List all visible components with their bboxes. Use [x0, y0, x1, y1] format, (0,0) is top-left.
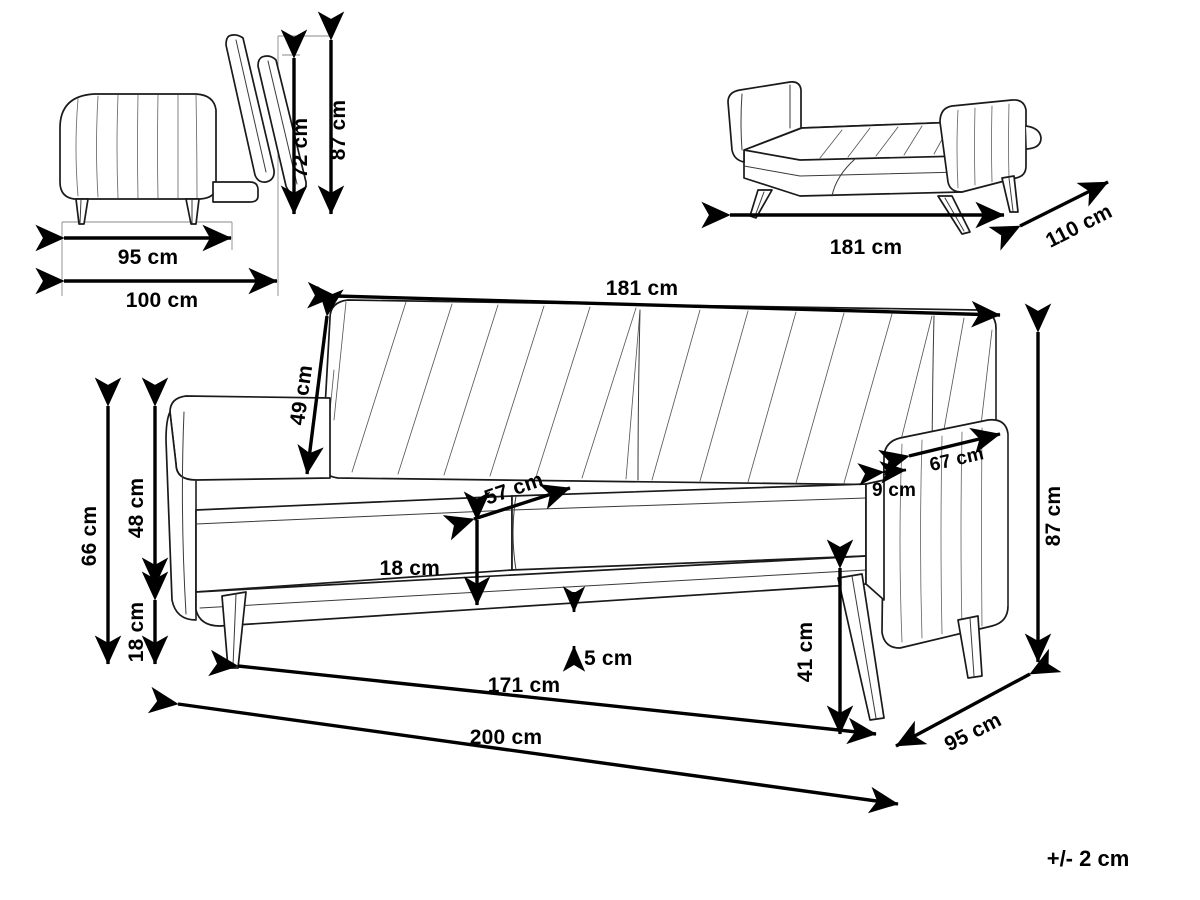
sofa-dim-171-label: 171 cm: [488, 674, 560, 697]
side-armrest-ribs: [75, 94, 198, 199]
bed-dim-110-line: [988, 180, 1109, 251]
side-seat-platform: [212, 181, 259, 203]
sofa-leg-front-right: [837, 573, 885, 721]
sofa-armrest-left-inner-edge: [181, 411, 187, 615]
sofa-dim-66-label: 66 cm: [78, 506, 101, 567]
sofa-dim-95-line: [895, 648, 1062, 748]
sofa-dim-181-label: 181 cm: [606, 277, 678, 300]
sofa-base-rail: [195, 555, 867, 627]
sofa-dim-5-label: 5 cm: [584, 647, 633, 670]
bed-dim-181-label: 181 cm: [830, 236, 902, 259]
bed-armrest-panel: [939, 99, 1027, 193]
side-view-group: 72 cm 87 cm 95 cm 100 cm: [35, 11, 350, 312]
sofa-dim-18-left-label: 18 cm: [125, 602, 148, 663]
bed-side-knob: [1025, 125, 1042, 150]
sofa-dim-18-seat-label: 18 cm: [379, 557, 440, 580]
side-dim-87-label: 87 cm: [327, 100, 350, 161]
side-backrest-upright: [225, 34, 275, 183]
bed-armrest-ribs: [956, 103, 1010, 189]
sofa-leg-rear-right: [957, 615, 983, 679]
sofa-view-group: 181 cm 49 cm 66 cm 48 cm 18 cm 57 cm 18 …: [78, 277, 1065, 814]
sofa-dim-200-label: 200 cm: [470, 726, 542, 749]
side-dim-72-label: 72 cm: [289, 118, 312, 179]
sofa-dim-9-line: [857, 461, 907, 486]
sofa-dim-67-line: [878, 427, 1001, 476]
sofa-dim-200-line: [147, 686, 899, 814]
bed-backrest-panel-inner: [740, 93, 743, 151]
sofa-dim-87-label: 87 cm: [1042, 486, 1065, 547]
sofa-dim-9-label: 9 cm: [872, 480, 916, 501]
sofa-dim-181-line: [307, 281, 1001, 328]
side-dim-95-label: 95 cm: [118, 246, 179, 269]
side-dim-100-label: 100 cm: [126, 289, 198, 312]
side-backrest-upright-seam: [235, 39, 267, 173]
sofa-base-rail-seam: [199, 569, 867, 609]
tolerance-note: +/- 2 cm: [1047, 846, 1130, 871]
sofa-backrest-chevron-right: [651, 309, 993, 486]
sofa-dim-41-label: 41 cm: [794, 622, 817, 683]
sofa-seat-cushion-right: [511, 483, 867, 571]
side-leg-front-edge: [79, 199, 82, 224]
side-leg-front: [75, 198, 89, 225]
sofa-backrest-center-seam: [637, 309, 641, 481]
bed-backrest-panel: [727, 81, 802, 163]
bed-view-group: 181 cm 110 cm: [701, 81, 1116, 259]
sofa-dim-49-line: [297, 286, 344, 475]
sofa-dim-48-label: 48 cm: [125, 478, 148, 539]
bed-seam-vertical: [831, 158, 856, 197]
bed-leg-rear-right: [1001, 175, 1019, 213]
sofa-seat-right-top-seam: [511, 497, 867, 511]
